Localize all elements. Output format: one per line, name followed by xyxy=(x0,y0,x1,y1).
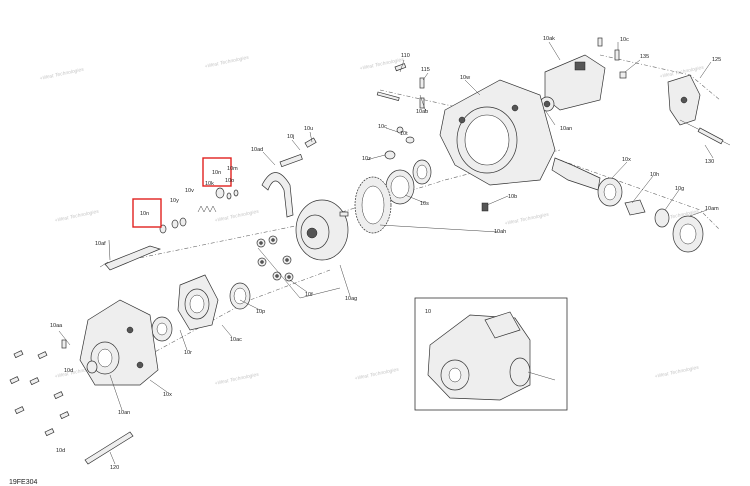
label-10y: 10y xyxy=(170,198,179,204)
label-130: 130 xyxy=(705,159,714,165)
mounting-bracket xyxy=(667,74,731,146)
label-10p: 10p xyxy=(256,309,265,315)
label-10ac: 10ac xyxy=(230,337,242,343)
label-10b: 10b xyxy=(508,194,517,200)
pinion-shaft xyxy=(551,157,704,253)
label-10ag: 10ag xyxy=(345,296,357,302)
watermark-text: +West Technologies xyxy=(504,212,550,227)
bolts-top xyxy=(376,37,627,109)
label-10c-small: 10c xyxy=(378,124,387,130)
label-10v: 10v xyxy=(185,188,194,194)
differential-housing xyxy=(295,199,349,261)
part-labels: 110 115 10ak 10c 135 125 10ad 10j 10u 10… xyxy=(50,36,721,471)
label-10r: 10r xyxy=(184,350,192,356)
label-115: 115 xyxy=(421,67,430,73)
label-10an-left: 10an xyxy=(118,410,130,416)
label-10aa: 10aa xyxy=(50,323,63,329)
label-10ab: 10ab xyxy=(416,109,428,115)
watermark-text: +West Technologies xyxy=(654,365,700,380)
label-10o: 10o xyxy=(225,178,234,184)
label-10k: 10k xyxy=(205,181,214,187)
label-135: 135 xyxy=(640,54,649,60)
label-10d-left: 10d xyxy=(64,368,73,374)
watermark-text: +West Technologies xyxy=(354,367,400,382)
label-10f: 10f xyxy=(305,292,313,298)
label-10x-right: 10x xyxy=(622,157,631,163)
watermark-text: +West Technologies xyxy=(39,67,85,82)
label-10n-top: 10n xyxy=(212,170,221,176)
actuator-assembly xyxy=(539,54,606,112)
watermark-text: +West Technologies xyxy=(214,372,260,387)
label-10t: 10t xyxy=(400,131,408,137)
bolts-left xyxy=(9,339,134,465)
highlight-boxes xyxy=(132,157,232,228)
nut-group xyxy=(256,235,294,282)
right-bearings xyxy=(384,126,489,212)
label-110: 110 xyxy=(401,53,410,59)
watermark-text: +West Technologies xyxy=(204,55,250,70)
label-10am: 10am xyxy=(705,206,719,212)
ring-gear xyxy=(354,176,392,234)
diagram-code: 19FE304 xyxy=(9,479,38,486)
label-10ak: 10ak xyxy=(543,36,555,42)
label-10m: 10m xyxy=(227,166,238,172)
label-10g: 10g xyxy=(675,186,684,192)
label-10w: 10w xyxy=(460,75,470,81)
shift-fork xyxy=(261,137,317,218)
label-10af: 10af xyxy=(95,241,106,247)
label-10-inset: 10 xyxy=(425,309,431,315)
label-10c: 10c xyxy=(620,37,629,43)
label-10n-left: 10n xyxy=(140,211,149,217)
watermark-text: +West Technologies xyxy=(214,209,260,224)
label-10x-low: 10x xyxy=(163,392,172,398)
leader-lines xyxy=(58,41,714,465)
label-10z: 10z xyxy=(362,156,371,162)
label-10ad: 10ad xyxy=(251,147,263,153)
label-10ah: 10ah xyxy=(494,229,506,235)
output-case xyxy=(79,299,159,386)
label-10h: 10h xyxy=(650,172,659,178)
label-120: 120 xyxy=(110,465,119,471)
watermark-text: +West Technologies xyxy=(54,209,100,224)
label-10an: 10an xyxy=(560,126,572,132)
label-10s: 10s xyxy=(420,201,429,207)
shift-spring-kit xyxy=(159,187,239,234)
highlight-box-10n-left xyxy=(132,198,162,228)
label-10d-low: 10d xyxy=(56,448,65,454)
cover-components xyxy=(151,274,251,342)
shift-rod xyxy=(99,245,162,271)
main-case-housing xyxy=(439,79,556,186)
label-125: 125 xyxy=(712,57,721,63)
inset-assembly-view: 10 xyxy=(414,297,568,411)
highlight-box-10n-top xyxy=(202,157,232,187)
label-10j: 10j xyxy=(287,134,294,140)
label-10u: 10u xyxy=(304,126,313,132)
